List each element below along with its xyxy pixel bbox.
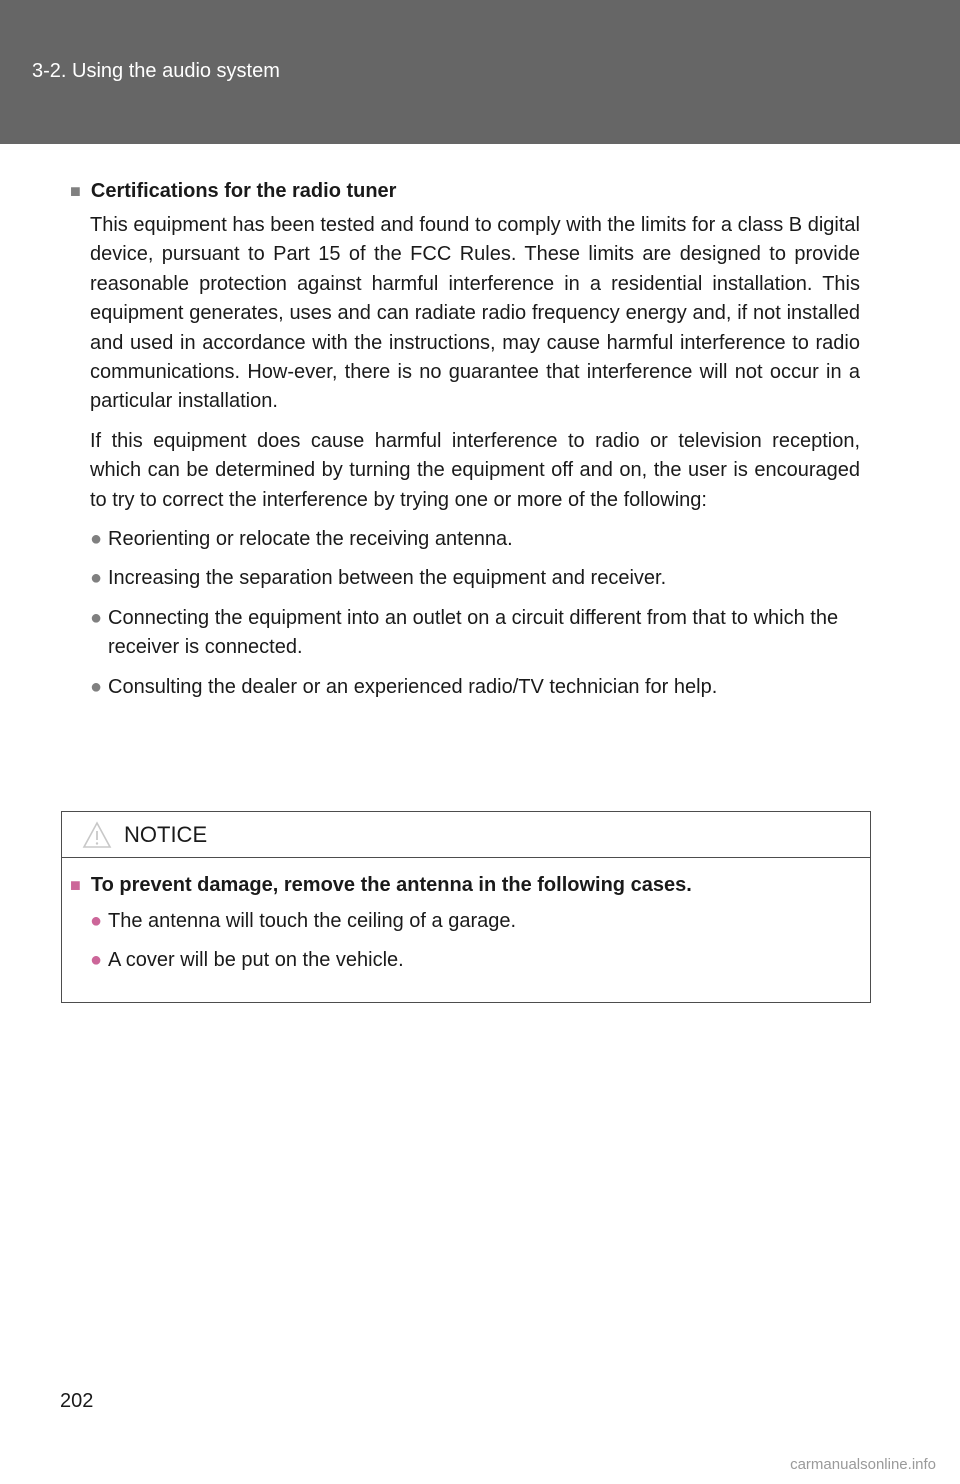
watermark: carmanualsonline.info bbox=[790, 1456, 936, 1473]
body-paragraph: If this equipment does cause harmful int… bbox=[90, 429, 860, 511]
list-item: ●The antenna will touch the ceiling of a… bbox=[90, 907, 870, 936]
main-content: ■ Certifications for the radio tuner Thi… bbox=[70, 180, 860, 712]
list-item-text: Increasing the separation between the eq… bbox=[108, 567, 667, 590]
list-item: ●A cover will be put on the vehicle. bbox=[90, 946, 870, 975]
list-item: ●Increasing the separation between the e… bbox=[90, 564, 860, 593]
section-label: 3-2. Using the audio system bbox=[32, 60, 280, 82]
round-bullet-icon: ● bbox=[90, 528, 103, 551]
body-paragraph: This equipment has been tested and found… bbox=[90, 214, 860, 413]
notice-bullet-list: ●The antenna will touch the ceiling of a… bbox=[90, 907, 870, 976]
list-item-text: Consulting the dealer or an experienced … bbox=[108, 675, 718, 698]
bullet-list: ●Reorienting or relocate the receiving a… bbox=[90, 525, 860, 702]
round-bullet-icon: ● bbox=[90, 910, 103, 932]
notice-box: NOTICE ■ To prevent damage, remove the a… bbox=[61, 811, 871, 1003]
section-heading-text: Certifications for the radio tuner bbox=[90, 180, 397, 202]
notice-heading: ■ To prevent damage, remove the antenna … bbox=[70, 874, 870, 897]
round-bullet-icon: ● bbox=[90, 949, 103, 972]
list-item-text: Connecting the equipment into an outlet … bbox=[108, 606, 839, 659]
section-heading: ■ Certifications for the radio tuner bbox=[70, 180, 860, 203]
square-bullet-icon: ■ bbox=[70, 181, 81, 201]
header-band: 3-2. Using the audio system bbox=[0, 0, 960, 144]
list-item: ●Reorienting or relocate the receiving a… bbox=[90, 525, 860, 554]
list-item-text: Reorienting or relocate the receiving an… bbox=[108, 528, 513, 551]
list-item-text: The antenna will touch the ceiling of a … bbox=[108, 910, 517, 932]
list-item: ●Connecting the equipment into an outlet… bbox=[90, 604, 860, 663]
round-bullet-icon: ● bbox=[90, 675, 103, 698]
notice-heading-text: To prevent damage, remove the antenna in… bbox=[90, 874, 692, 896]
warning-triangle-icon bbox=[82, 820, 112, 848]
notice-body: ■ To prevent damage, remove the antenna … bbox=[62, 858, 870, 976]
square-bullet-icon: ■ bbox=[70, 875, 81, 895]
list-item: ●Consulting the dealer or an experienced… bbox=[90, 673, 860, 702]
notice-header: NOTICE bbox=[62, 812, 870, 858]
round-bullet-icon: ● bbox=[90, 606, 103, 629]
page-number: 202 bbox=[60, 1390, 94, 1412]
notice-title: NOTICE bbox=[124, 821, 208, 847]
round-bullet-icon: ● bbox=[90, 567, 103, 590]
list-item-text: A cover will be put on the vehicle. bbox=[108, 949, 404, 972]
